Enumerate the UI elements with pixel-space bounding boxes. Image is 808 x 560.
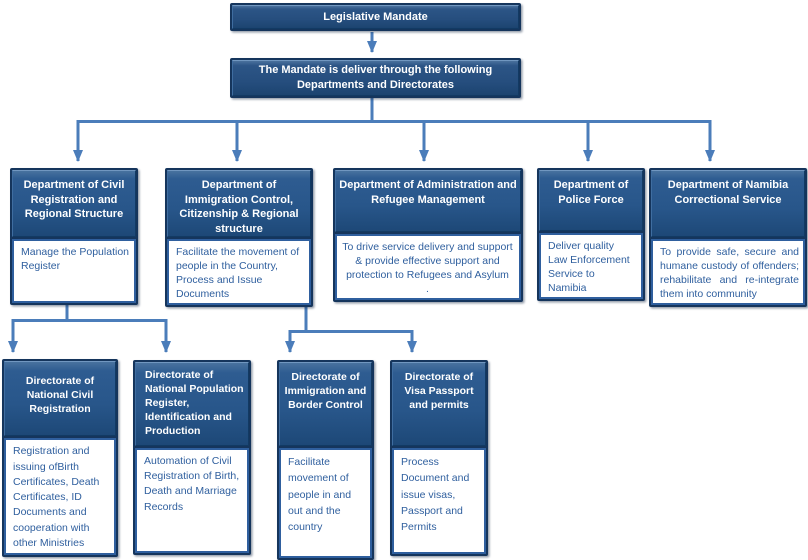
directorate-node-national-civil-registration: Directorate of National Civil Registrati… (2, 359, 118, 557)
directorate-title: Directorate of Visa Passport and permits (392, 362, 486, 446)
department-node-correctional-service: Department of Namibia Correctional Servi… (649, 168, 807, 307)
directorate-title: Directorate of Immigration and Border Co… (279, 362, 372, 446)
directorate-title: Directorate of National Civil Registrati… (4, 361, 116, 437)
directorate-description: Process Document and issue visas, Passpo… (392, 448, 486, 554)
directorate-description: Facilitate movement of people in and out… (279, 448, 372, 558)
legislative-mandate-box: Legislative Mandate (230, 3, 521, 31)
directorate-title: Directorate of National Population Regis… (135, 362, 249, 446)
department-description: To drive service delivery and support & … (335, 233, 521, 300)
department-title: Department of Civil Registration and Reg… (12, 170, 136, 237)
department-description: To provide safe, secure and humane custo… (651, 238, 805, 305)
directorate-node-immigration-border-control: Directorate of Immigration and Border Co… (277, 360, 374, 560)
legislative-mandate-label: Legislative Mandate (232, 5, 519, 29)
department-title: Department of Namibia Correctional Servi… (651, 170, 805, 237)
department-node-police-force: Department of Police Force Deliver quali… (537, 168, 645, 301)
directorate-description: Registration and issuing ofBirth Certifi… (4, 438, 116, 555)
department-description-text: To drive service delivery and support & … (342, 240, 513, 281)
directorate-node-population-register: Directorate of National Population Regis… (133, 360, 251, 555)
department-description-suffix: . (426, 282, 429, 295)
mandate-delivery-label: The Mandate is deliver through the follo… (232, 60, 519, 96)
directorate-node-visa-passport-permits: Directorate of Visa Passport and permits… (390, 360, 488, 556)
department-description: Manage the Population Register (12, 239, 136, 303)
department-description: Deliver quality Law Enforcement Service … (539, 232, 643, 299)
department-title: Department of Immigration Control, Citiz… (167, 170, 311, 237)
department-node-administration-refugee: Department of Administration and Refugee… (333, 168, 523, 302)
department-title: Department of Police Force (539, 170, 643, 231)
department-node-civil-registration: Department of Civil Registration and Reg… (10, 168, 138, 305)
directorate-description: Automation of Civil Registration of Birt… (135, 448, 249, 553)
mandate-delivery-box: The Mandate is deliver through the follo… (230, 58, 521, 98)
department-node-immigration-control: Department of Immigration Control, Citiz… (165, 168, 313, 307)
department-description: Facilitate the movement of people in the… (167, 239, 311, 306)
department-title: Department of Administration and Refugee… (335, 170, 521, 232)
